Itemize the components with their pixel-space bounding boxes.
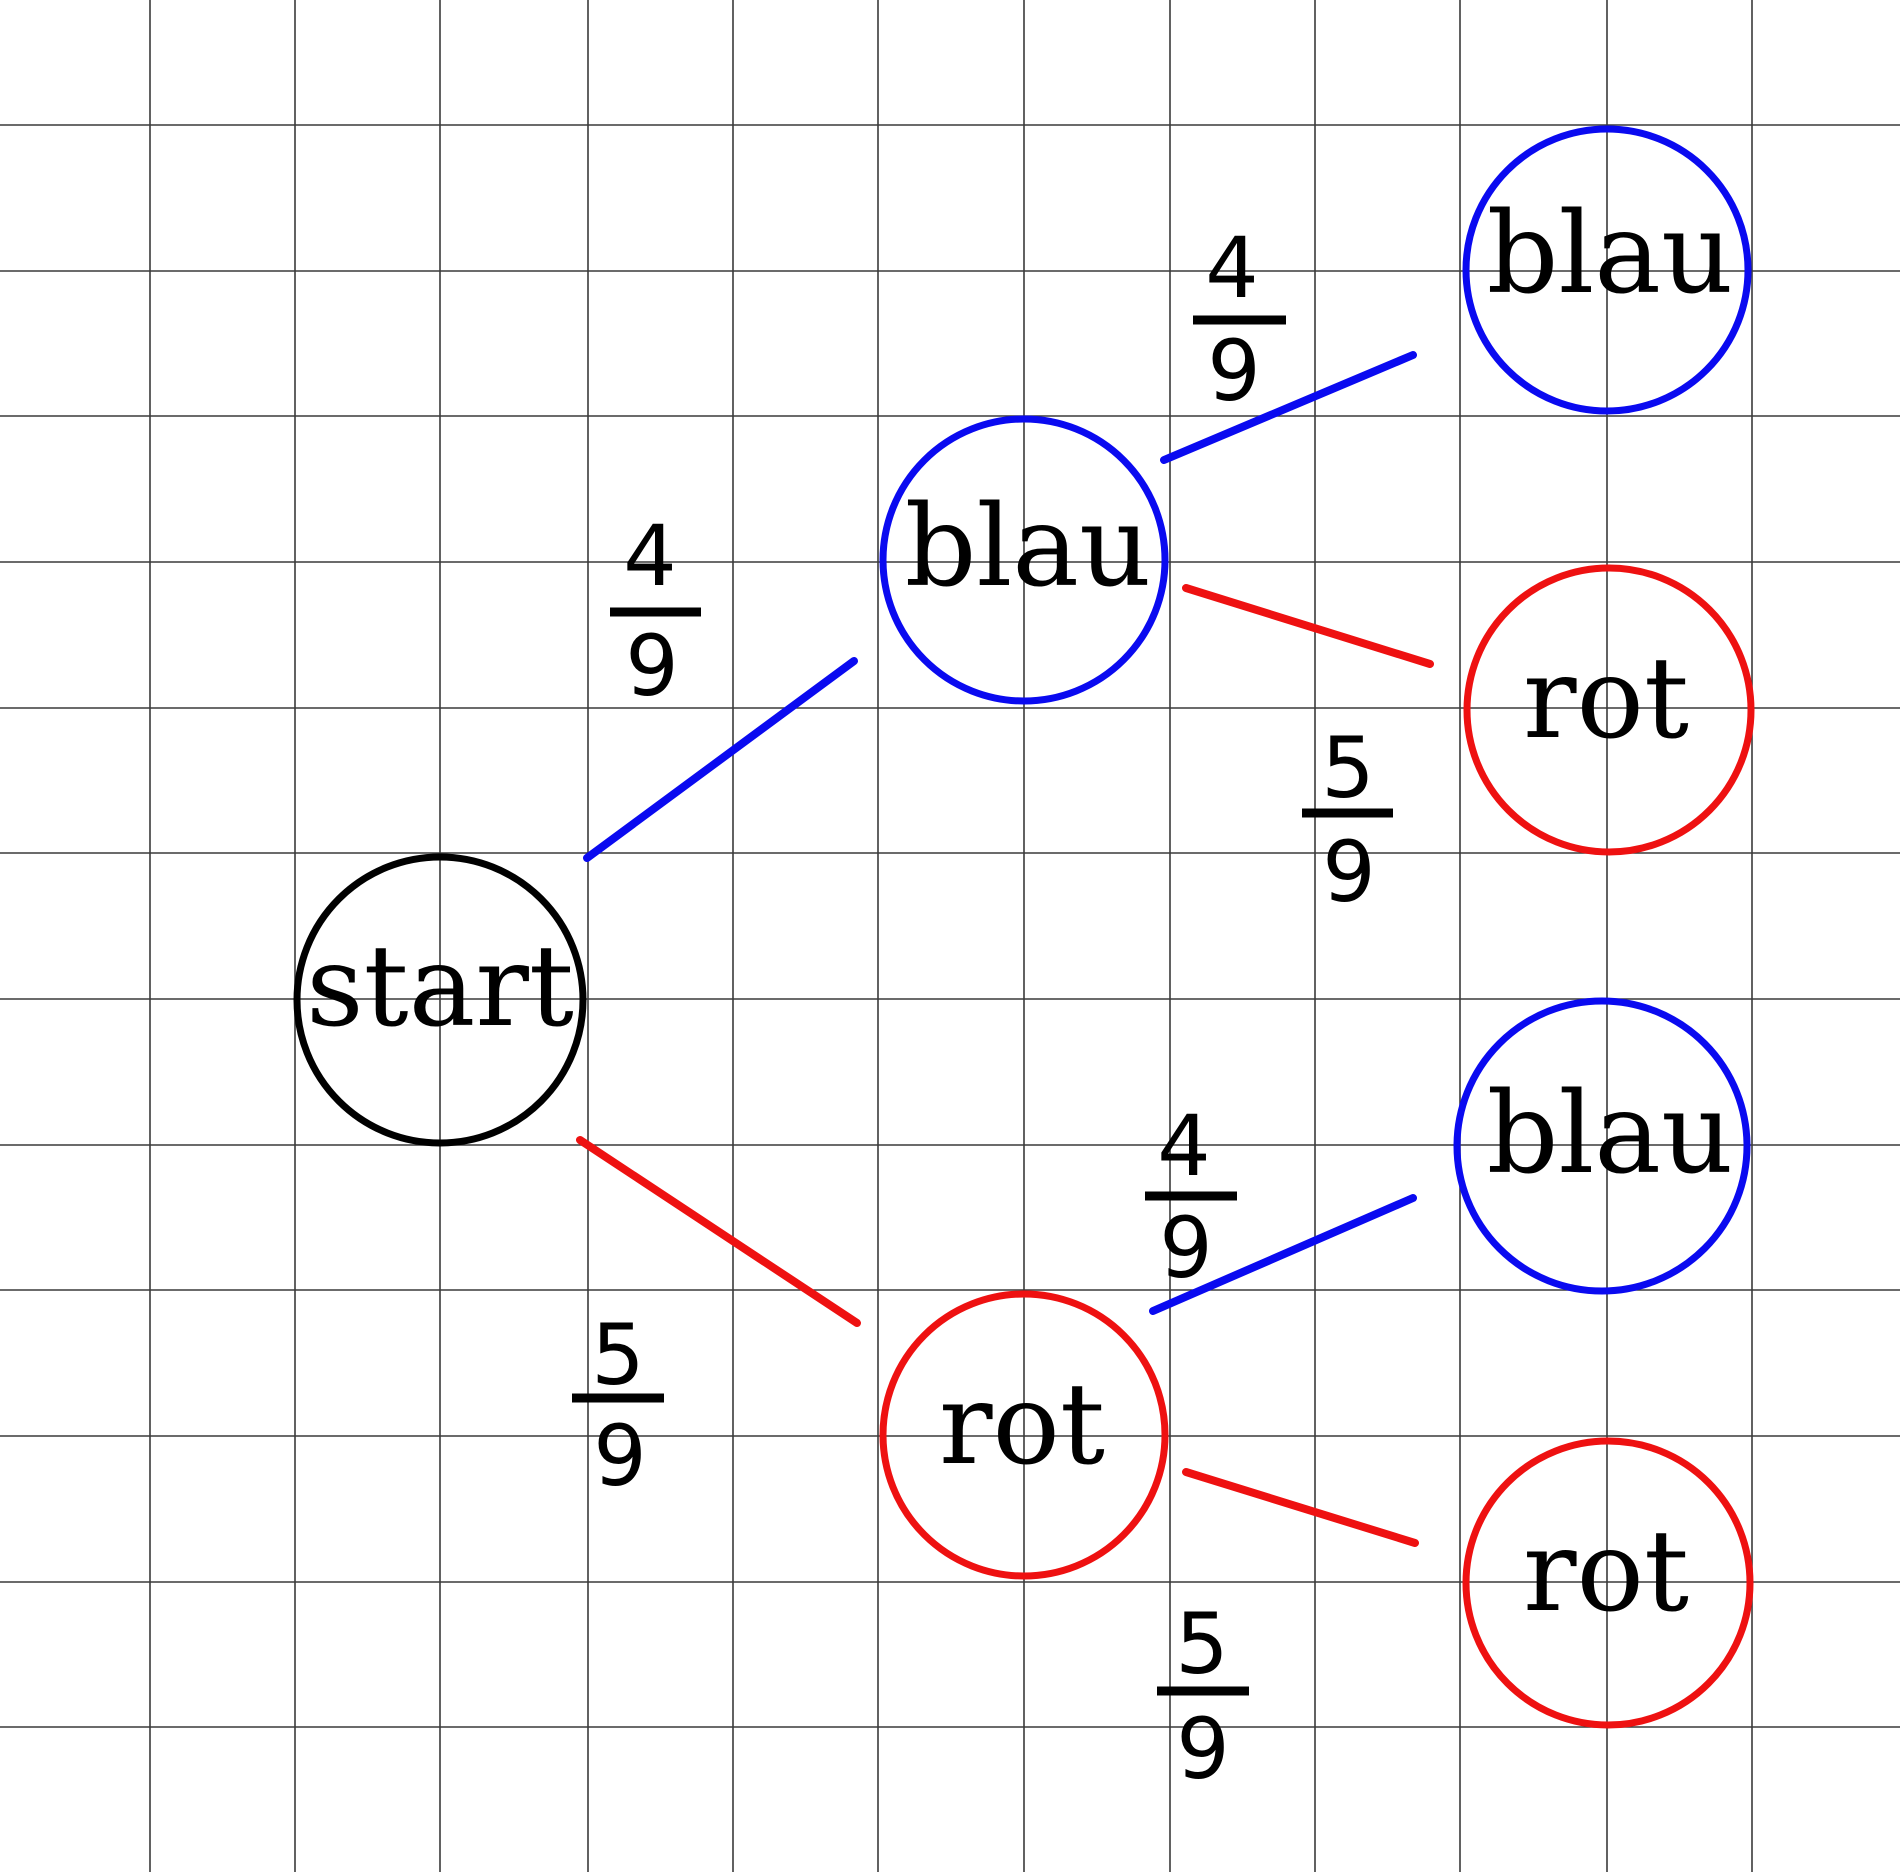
node-level1-blau-circle — [879, 415, 1169, 705]
node-level2-rot-rot-circle — [1462, 1437, 1754, 1729]
node-level1-rot-circle — [879, 1290, 1169, 1580]
fraction-start-rot: 5 9 — [572, 1306, 664, 1505]
node-level2-blau-blau-circle — [1462, 125, 1752, 415]
node-level1-rot: rot — [879, 1290, 1169, 1580]
fraction-blau-rot-denominator: 9 — [1322, 823, 1375, 921]
node-level2-blau-blau-label: blau — [1487, 189, 1733, 319]
node-level2-rot-blau-label: blau — [1487, 1069, 1733, 1199]
fraction-rot-rot-denominator: 9 — [1176, 1700, 1229, 1798]
node-level1-rot-label: rot — [939, 1360, 1105, 1490]
fraction-start-blau-denominator: 9 — [625, 617, 678, 715]
node-start-label: start — [306, 922, 574, 1052]
edge-start-rot — [576, 1136, 861, 1327]
edge-start-blau — [583, 657, 858, 862]
edge-blau-blau — [1160, 351, 1417, 464]
fraction-start-blau-numerator: 4 — [623, 507, 676, 605]
fraction-rot-blau: 4 9 — [1145, 1097, 1237, 1297]
node-level2-blau-rot-label: rot — [1523, 634, 1689, 764]
edge-rot-rot — [1182, 1468, 1419, 1547]
node-level2-blau-rot: rot — [1463, 564, 1755, 856]
node-level2-rot-rot-label: rot — [1523, 1507, 1689, 1637]
fraction-rot-rot-numerator: 5 — [1175, 1595, 1228, 1693]
fraction-blau-blau-numerator: 4 — [1205, 219, 1258, 317]
node-start: start — [293, 853, 587, 1147]
fraction-rot-blau-denominator: 9 — [1159, 1199, 1212, 1297]
fraction-rot-blau-numerator: 4 — [1157, 1097, 1210, 1195]
fraction-start-rot-denominator: 9 — [593, 1407, 646, 1505]
fraction-blau-rot: 5 9 — [1302, 719, 1393, 921]
edges — [576, 351, 1434, 1547]
node-level2-rot-rot: rot — [1462, 1437, 1754, 1729]
fraction-rot-rot: 5 9 — [1157, 1595, 1249, 1798]
fraction-start-rot-numerator: 5 — [591, 1306, 644, 1404]
node-level1-blau-label: blau — [905, 482, 1151, 612]
node-level2-rot-blau-circle — [1453, 997, 1751, 1295]
node-level2-blau-blau: blau — [1462, 125, 1752, 415]
node-level2-blau-rot-circle — [1463, 564, 1755, 856]
fraction-start-blau: 4 9 — [610, 507, 701, 715]
node-start-circle — [293, 853, 587, 1147]
fraction-blau-blau-denominator: 9 — [1207, 322, 1260, 420]
fraction-blau-blau: 4 9 — [1193, 219, 1286, 420]
edge-rot-blau — [1149, 1194, 1417, 1315]
fraction-blau-rot-numerator: 5 — [1321, 719, 1374, 817]
node-level1-blau: blau — [879, 415, 1169, 705]
node-level2-rot-blau: blau — [1453, 997, 1751, 1295]
edge-blau-rot — [1182, 584, 1434, 668]
